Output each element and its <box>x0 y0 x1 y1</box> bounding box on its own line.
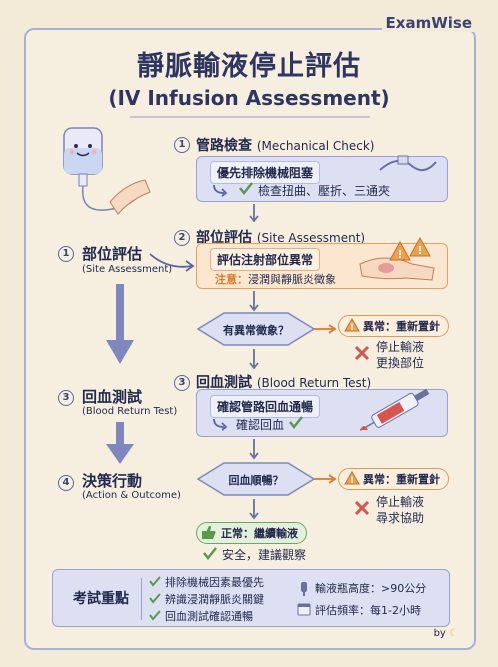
exam-point-1: 排除機械因素最優先 <box>165 576 264 589</box>
page-subtitle: (IV Infusion Assessment) <box>108 86 390 110</box>
step3-box-label: 確認管路回血通暢 <box>210 395 321 418</box>
step2-note-text: 浸潤與靜脈炎徵象 <box>248 273 336 286</box>
step3-detail: 確認回血 <box>236 418 285 432</box>
step1-detail: 檢查扭曲、壓折、三通夾 <box>258 184 391 198</box>
left-big-arrow-2 <box>106 422 134 464</box>
step2-note-label: 注意： <box>215 273 248 286</box>
left1-subtitle: (Site Assessment) <box>82 264 173 275</box>
decision1-alert: 異常：重新置針 <box>338 315 449 337</box>
normal-detail: 安全，建議觀察 <box>222 548 307 562</box>
title-underline <box>130 116 370 118</box>
left3-title: 回血測試 <box>82 388 143 406</box>
arrow-down-5 <box>249 499 259 520</box>
svg-text:!: ! <box>397 248 402 261</box>
check-icon-2 <box>289 416 303 430</box>
exam-points-title: 考試重點 <box>73 591 129 607</box>
syringe-icon <box>359 388 430 432</box>
arrow-curve-icon-2 <box>213 418 228 431</box>
left4-number: 4 <box>58 475 74 491</box>
x-icon-2 <box>354 500 370 516</box>
step2-note: 注意：浸潤與靜脈炎徵象 <box>215 271 336 287</box>
left-big-arrow-1 <box>106 284 134 364</box>
brand-logo: ExamWise <box>381 14 476 32</box>
byline: by ☾ <box>434 628 458 639</box>
decision2-action-1: 停止輸液 <box>376 495 425 509</box>
step2-title: 部位評估 (Site Assessment) <box>196 227 365 247</box>
check-icon-3 <box>203 547 217 561</box>
exam-point-3: 回血測試確認通暢 <box>165 610 253 623</box>
warning-icon-2: ! <box>344 471 360 486</box>
exam-point-2: 辨識浸潤靜脈炎關鍵 <box>165 593 264 606</box>
decision1-question: 有異常徵象？ <box>223 324 289 337</box>
svg-text:!: ! <box>350 476 354 486</box>
byline-text: by <box>433 628 446 639</box>
normal-outcome: 正常：繼續輸液 <box>196 522 307 544</box>
x-icon-1 <box>354 345 370 361</box>
step1-title-zh: 管路檢查 <box>196 138 252 154</box>
step1-title: 管路檢查 (Mechanical Check) <box>196 135 374 155</box>
step1-title-en: (Mechanical Check) <box>256 139 375 153</box>
left-curve-arrow <box>149 253 195 272</box>
thumbs-up-icon <box>202 525 216 539</box>
bottle-icon <box>301 582 307 596</box>
left1-number: 1 <box>58 246 74 262</box>
iv-bag-illustration <box>63 127 151 215</box>
decision2-question: 回血順暢？ <box>228 474 284 487</box>
step3-title-en: (Blood Return Test) <box>256 376 372 390</box>
exam-points-box: 考試重點 排除機械因素最優先 辨識浸潤靜脈炎關鍵 回血測試確認通暢 輸液瓶高度：… <box>52 569 450 627</box>
footer-divider <box>141 578 142 620</box>
step1-number: 1 <box>174 137 190 153</box>
left4-title: 決策行動 <box>82 472 143 490</box>
fact-frequency: 評估頻率：每1-2小時 <box>315 604 421 617</box>
arrow-curve-icon <box>213 184 228 197</box>
step3-number: 3 <box>174 375 190 391</box>
arrow-down-4 <box>249 439 259 460</box>
decision2-action-2: 尋求協助 <box>376 511 425 525</box>
step1-box-label: 優先排除機械阻塞 <box>210 161 321 184</box>
fact-bottle-height: 輸液瓶高度：>90公分 <box>315 582 427 595</box>
step2-box-label: 評估注射部位異常 <box>210 248 321 271</box>
check-icon-f1 <box>149 576 161 587</box>
check-icon <box>239 182 253 196</box>
left4-subtitle: (Action & Outcome) <box>82 490 181 501</box>
step2-title-en: (Site Assessment) <box>256 231 366 245</box>
step3-title: 回血測試 (Blood Return Test) <box>196 372 371 392</box>
tubing-icon <box>379 155 437 172</box>
step3-title-zh: 回血測試 <box>196 375 252 391</box>
decision1-action-1: 停止輸液 <box>376 340 425 354</box>
calendar-icon <box>297 603 311 616</box>
decision1-arrow-right <box>314 324 337 334</box>
banana-icon: ☾ <box>449 628 458 639</box>
left1-title: 部位評估 <box>82 245 143 263</box>
left3-number: 3 <box>58 390 74 406</box>
check-icon-f2 <box>149 593 161 604</box>
left3-subtitle: (Blood Return Test) <box>82 406 178 417</box>
step2-title-zh: 部位評估 <box>196 230 252 246</box>
decision2-alert: 異常：重新置針 <box>338 468 449 490</box>
page-title: 靜脈輸液停止評估 <box>137 51 361 82</box>
check-icon-f3 <box>149 610 161 621</box>
step2-number: 2 <box>174 230 190 246</box>
arrow-down-2 <box>249 291 259 312</box>
warning-icon-1: ! <box>344 318 360 333</box>
decision1-action-2: 更換部位 <box>376 356 425 370</box>
arrow-down-3 <box>249 349 259 370</box>
svg-text:!: ! <box>350 323 354 333</box>
arrow-down-1 <box>249 204 259 223</box>
decision2-arrow-right <box>314 474 337 484</box>
svg-text:!: ! <box>417 244 422 257</box>
arm-icon: ! ! <box>359 236 435 281</box>
